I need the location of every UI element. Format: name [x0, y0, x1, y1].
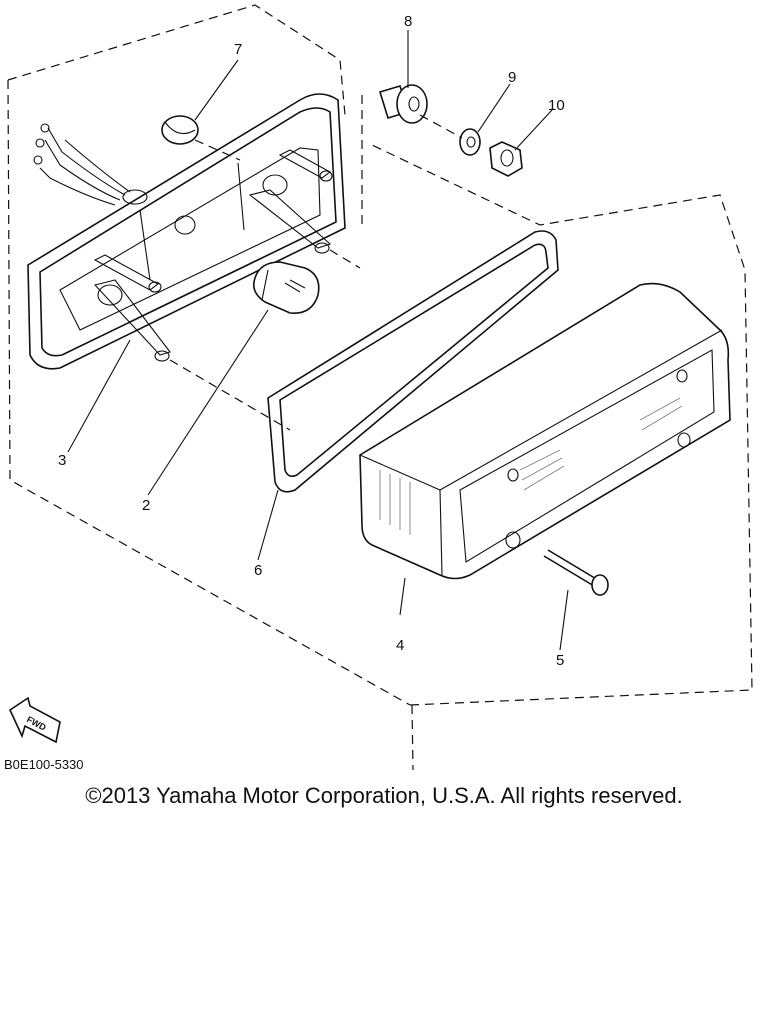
exploded-parts-diagram: 2 3 4 5 6 7 8 9 10 FWD B0E100-5330	[4, 4, 753, 772]
label-part-8: 8	[404, 13, 412, 30]
label-part-10: 10	[548, 97, 565, 114]
label-part-2: 2	[142, 497, 150, 514]
label-part-5: 5	[556, 652, 564, 669]
alignment-lines	[169, 114, 463, 431]
label-part-6: 6	[254, 562, 262, 579]
dashed-boundary	[7, 4, 753, 771]
label-part-9: 9	[508, 69, 516, 86]
part-6-gasket	[267, 230, 559, 493]
label-part-4: 4	[396, 637, 404, 654]
drawing-code: B0E100-5330	[4, 757, 84, 772]
part-8-collar	[378, 84, 428, 124]
part-7-grommet	[161, 115, 199, 145]
fwd-arrow-icon: FWD	[8, 696, 61, 744]
leader-lines	[67, 30, 569, 651]
part-9-washer	[459, 128, 481, 156]
part-10-nut	[489, 141, 523, 177]
copyright-notice: ©2013 Yamaha Motor Corporation, U.S.A. A…	[85, 783, 683, 808]
part-2-bulb	[252, 261, 320, 314]
label-part-3: 3	[58, 452, 66, 469]
label-part-7: 7	[234, 41, 242, 58]
part-4-lens	[359, 282, 731, 580]
part-5-screw	[543, 549, 609, 596]
lamp-housing	[27, 93, 346, 370]
